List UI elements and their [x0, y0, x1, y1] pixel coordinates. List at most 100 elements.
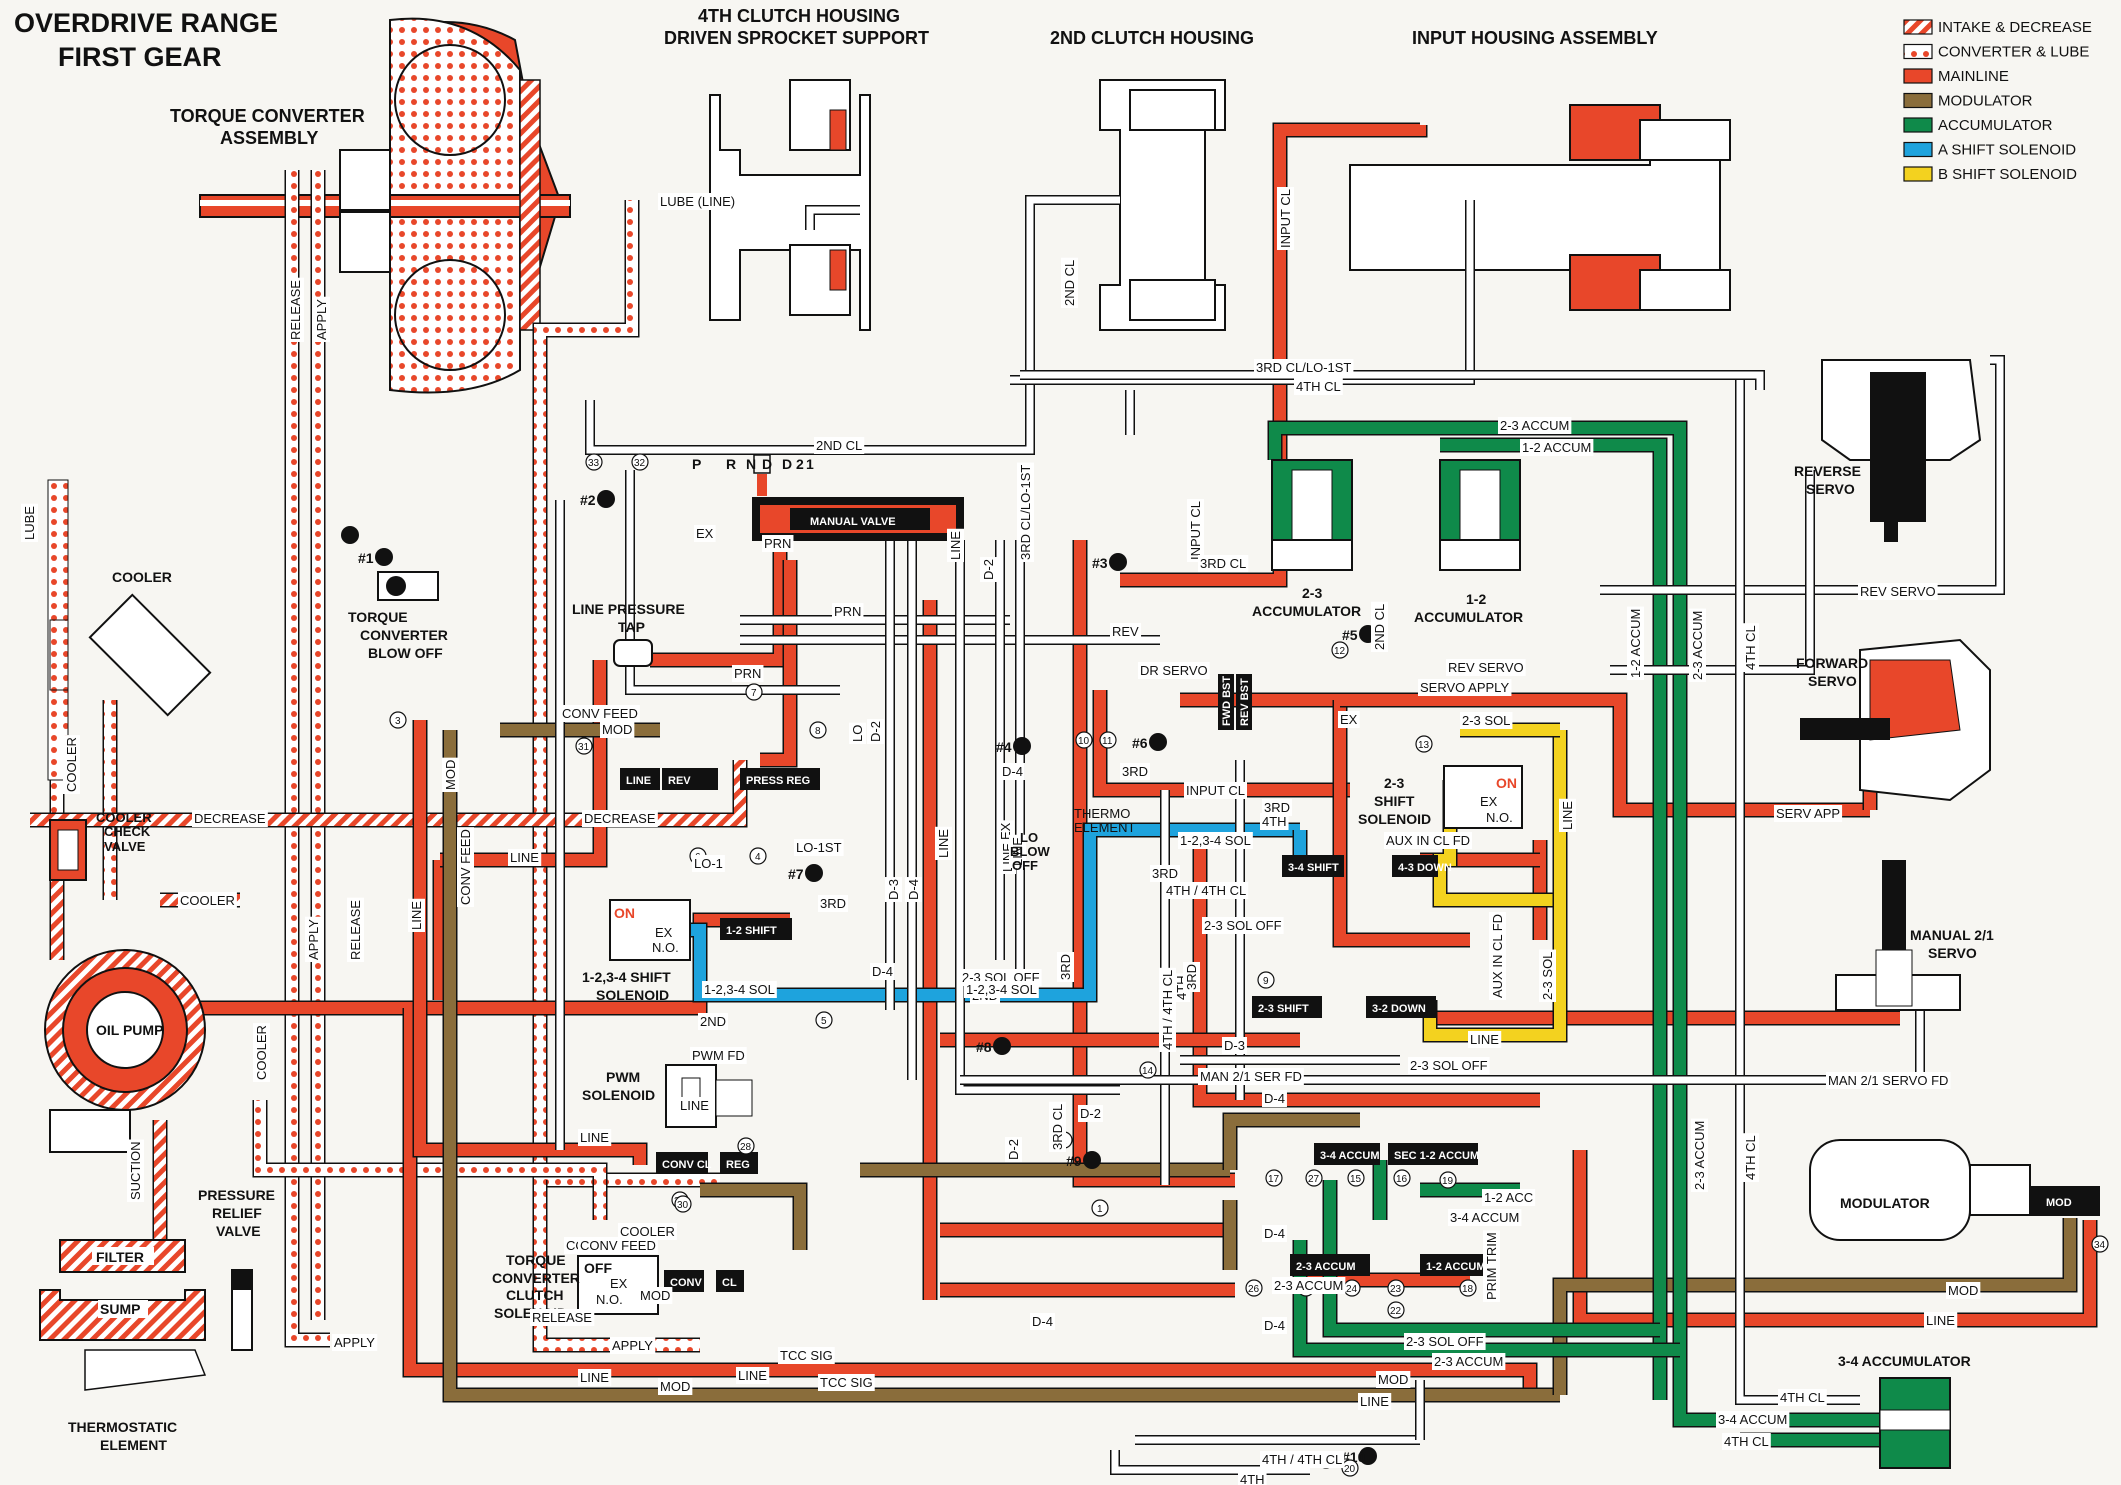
passage-label-input-cl: INPUT CL [1278, 189, 1293, 248]
passage-label-apply: APPLY [334, 1335, 375, 1350]
input-housing-assembly [1349, 104, 1731, 311]
orifice-marker [815, 1011, 833, 1029]
cl-valve [716, 1270, 744, 1292]
passage-label-d2: D-2 [1006, 1139, 1021, 1160]
torque-converter-assembly [199, 17, 571, 394]
header-4th-clutch-1: 4TH CLUTCH HOUSING [698, 6, 900, 26]
passage-label-sol-23: 2-3 SOL [1540, 952, 1555, 1000]
passage-dots [286, 170, 330, 1346]
rev-bst-label: REV BST [1239, 678, 1251, 726]
shift-solenoid-1234: ON EX N.O. 1-2,3-4 SHIFT SOLENOID [582, 899, 691, 1003]
svg-text:SOLENOID: SOLENOID [1358, 811, 1431, 827]
cooler-check-valve: COOLER CHECK VALVE [49, 810, 152, 881]
orifice-label: 24 [1346, 1284, 1358, 1295]
passage-label-fourth-cl2: 4TH CL [1724, 1434, 1769, 1449]
svg-text:CHECK: CHECK [104, 824, 151, 839]
43-down-valve-label: 4-3 DOWN [1398, 862, 1452, 874]
svg-text:ON: ON [614, 905, 635, 921]
passage-label-accum-23: 2-3 ACCUM [1434, 1354, 1503, 1369]
orifice-label: 12 [1334, 646, 1346, 657]
press-reg-valve-label: PRESS REG [746, 775, 810, 787]
svg-text:2-3: 2-3 [1302, 585, 1322, 601]
conv-cl-valve-label: CONV CL [662, 1159, 712, 1171]
orifice-label: 16 [1396, 1174, 1408, 1185]
svg-text:ACCUMULATOR: ACCUMULATOR [1252, 603, 1361, 619]
header-2nd-clutch: 2ND CLUTCH HOUSING [1050, 28, 1254, 48]
passage-label-third: 3RD [1122, 764, 1148, 779]
accumulator-34: 3-4 ACCUMULATOR [1838, 1353, 1971, 1469]
orifice-marker [1439, 1171, 1457, 1189]
shift-solenoid-23: ON EX N.O. 2-3 SHIFT SOLENOID [1358, 765, 1523, 829]
passage-label-accum-34: 3-4 ACCUM [1718, 1412, 1787, 1427]
cooler-label: COOLER [112, 569, 172, 585]
svg-text:ELEMENT: ELEMENT [1074, 820, 1135, 835]
passage-label-lo1st: LO-1ST [796, 840, 842, 855]
orifice-marker [2091, 1235, 2109, 1253]
orifice-label: 27 [1308, 1174, 1320, 1185]
passage-red [1074, 590, 1235, 1186]
manual-21-servo: MANUAL 2/1 SERVO [1835, 860, 1994, 1011]
legend-swatch [1903, 117, 1933, 133]
orifice-label: 20 [1344, 1464, 1356, 1475]
manual-valve-label: MANUAL VALVE [810, 516, 896, 528]
passage-label-line: LINE [409, 901, 424, 930]
svg-text:2-3: 2-3 [1384, 775, 1404, 791]
passage-label-d4: D-4 [1264, 1091, 1285, 1106]
passage-label-tcc-sig: TCC SIG [780, 1348, 833, 1363]
passage-label-line: LINE [1926, 1313, 1955, 1328]
svg-text:1-2: 1-2 [1466, 591, 1486, 607]
passage-label-third-cl: 3RD CL [1200, 556, 1246, 571]
reg-valve [720, 1152, 758, 1174]
passage-label-d4: D-4 [1264, 1226, 1285, 1241]
passage-label-second-cl: 2ND CL [1372, 604, 1387, 650]
checkball-label: #6 [1132, 735, 1148, 751]
legend-label: CONVERTER & LUBE [1938, 44, 2089, 61]
passage-label-accum-12: 1-2 ACCUM [1628, 609, 1643, 678]
passage-label-mod: MOD [640, 1288, 670, 1303]
passage-label-dr-servo: DR SERVO [1140, 663, 1208, 678]
range-letter: P [692, 456, 701, 472]
svg-text:SERVO: SERVO [1928, 945, 1977, 961]
43-down-valve [1392, 855, 1438, 877]
passage-acc [1294, 1240, 1680, 1356]
passage-red [414, 720, 646, 1165]
passage-exhaust [956, 540, 1120, 1094]
orifice-label: 22 [1390, 1306, 1402, 1317]
passage-label-line: LINE [680, 1098, 709, 1113]
passage-label-aux-in-cl-fd: AUX IN CL FD [1490, 914, 1505, 998]
tcc-solenoid: OFF EX N.O. TORQUE CONVERTER CLUTCH SOLE… [492, 1252, 659, 1321]
orifice-label: 14 [1142, 1066, 1154, 1077]
passage-label-apply: APPLY [306, 919, 321, 960]
checkball [993, 1037, 1011, 1055]
svg-text:N.O.: N.O. [596, 1292, 623, 1307]
orifice-marker [749, 847, 767, 865]
svg-text:EX: EX [655, 925, 673, 940]
orifice-label: 4 [755, 852, 761, 863]
passage-exhaust [1610, 470, 1814, 674]
23-shift-valve [1252, 996, 1322, 1018]
svg-text:SOLENOID: SOLENOID [582, 1087, 655, 1103]
passage-label-sol-23-off: 2-3 SOL OFF [1410, 1058, 1488, 1073]
svg-text:FORWARD: FORWARD [1796, 655, 1868, 671]
passage-label-release: RELEASE [532, 1310, 592, 1325]
passage-label-second: 2ND [700, 1014, 726, 1029]
passage-label-sol-23-off: 2-3 SOL OFF [1406, 1334, 1484, 1349]
passage-label-sol-23-off: 2-3 SOL OFF [1204, 918, 1282, 933]
checkball [1083, 1151, 1101, 1169]
passage-label-mod: MOD [1378, 1372, 1408, 1387]
passage-label-accum-23: 2-3 ACCUM [1692, 1121, 1707, 1190]
svg-text:MOD: MOD [2046, 1197, 2072, 1209]
passage-label-man21-servo-fd: MAN 2/1 SERVO FD [1828, 1073, 1948, 1088]
orifice-marker [631, 453, 649, 471]
passage-label-sol-1234: 1-2,3-4 SOL [966, 982, 1037, 997]
orifice-marker [389, 711, 407, 729]
passage-mod [700, 1184, 806, 1250]
passage-label-lo1: LO-1 [694, 856, 723, 871]
orifice-label: 26 [1248, 1284, 1260, 1295]
cooler: COOLER [47, 479, 212, 781]
orifice-label: 33 [588, 458, 600, 469]
passage-label-apply: APPLY [314, 299, 329, 340]
misc-labels: THERMO ELEMENT LO BLOW OFF [1010, 806, 1135, 873]
passage-label-line: LINE [1560, 801, 1575, 830]
line-pressure-tap: LINE PRESSURE TAP [572, 601, 685, 667]
